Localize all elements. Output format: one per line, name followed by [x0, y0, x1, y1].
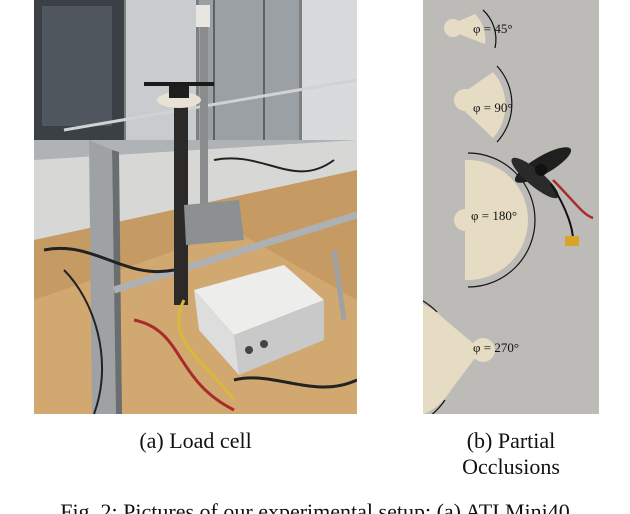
occluder-90: [453, 65, 513, 143]
load-cell-photo: [34, 0, 357, 414]
subfigure-b-caption: (b) Partial Occlusions: [423, 428, 599, 480]
figure-caption: Fig. 2: Pictures of our experimental set…: [60, 499, 570, 514]
partial-occlusions-photo-drawing: φ = 45° φ = 90° φ = 180° φ = 270°: [423, 0, 599, 414]
occluder-45: [443, 9, 497, 49]
occluder-180: [454, 152, 536, 288]
subfigure-a-caption: (a) Load cell: [139, 428, 252, 453]
occlusion-label-180: φ = 180°: [471, 208, 517, 223]
occlusion-label-90: φ = 90°: [473, 100, 513, 115]
subfigure-b-caption-line2: Occlusions: [462, 454, 560, 479]
subfigure-b-caption-line1: (b) Partial: [466, 428, 556, 453]
load-cell-photo-drawing: [34, 0, 357, 414]
partial-occlusions-photo: φ = 45° φ = 90° φ = 180° φ = 270°: [423, 0, 599, 414]
propeller: [511, 147, 594, 246]
occlusion-label-45: φ = 45°: [473, 21, 513, 36]
occlusion-label-270: φ = 270°: [473, 340, 519, 355]
occluder-270: [423, 300, 495, 414]
